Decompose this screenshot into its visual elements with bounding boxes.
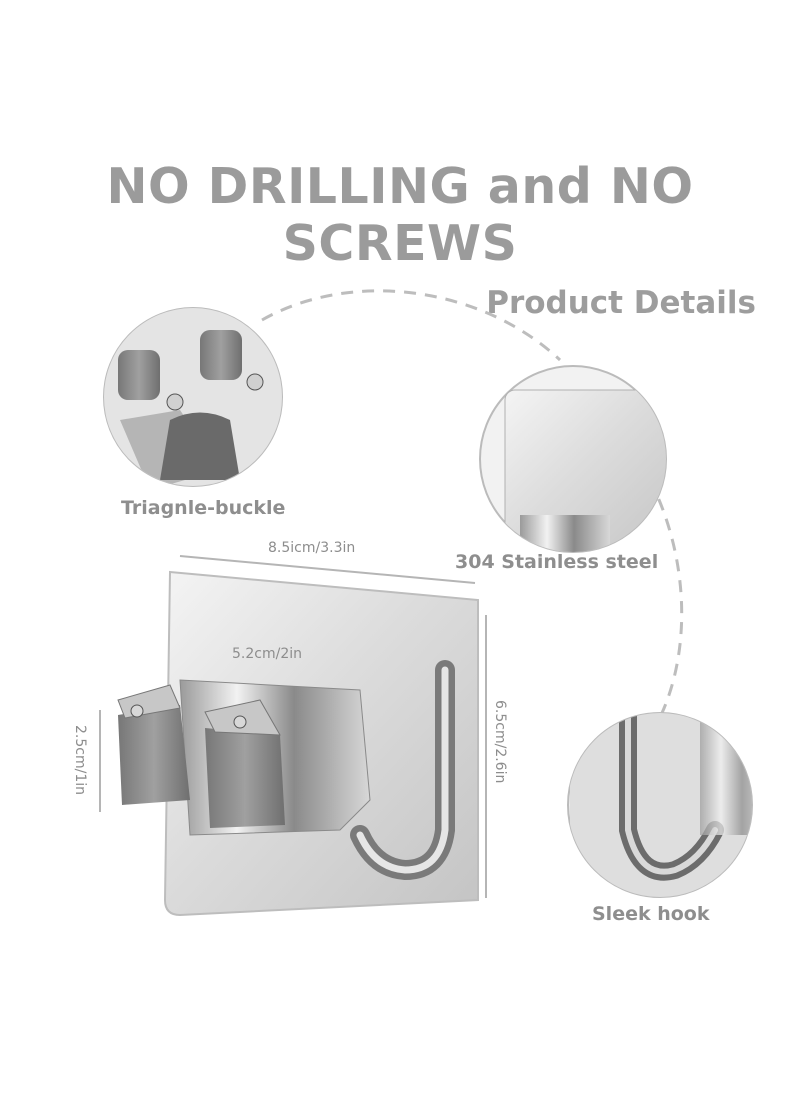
dimension-height-label: 6.5cm/2.6in <box>492 700 508 784</box>
hook-detail-circle <box>567 712 753 898</box>
dimension-clip-height-label: 2.5cm/1in <box>72 725 88 795</box>
callout-buckle: Triagnle-buckle <box>121 497 286 519</box>
headline: NO DRILLING and NO SCREWS <box>106 158 694 272</box>
callout-steel: 304 Stainless steel <box>455 551 659 573</box>
dimension-width-label: 8.5icm/3.3in <box>268 540 356 556</box>
buckle-detail-circle <box>103 307 283 487</box>
dashed-connector <box>261 289 684 714</box>
mop-holder-product <box>117 570 479 917</box>
subhead-product-details: Product Details <box>486 285 756 321</box>
callout-hook: Sleek hook <box>592 903 710 925</box>
dimension-inner-width-label: 5.2cm/2in <box>232 646 302 662</box>
steel-detail-circle <box>479 365 667 553</box>
